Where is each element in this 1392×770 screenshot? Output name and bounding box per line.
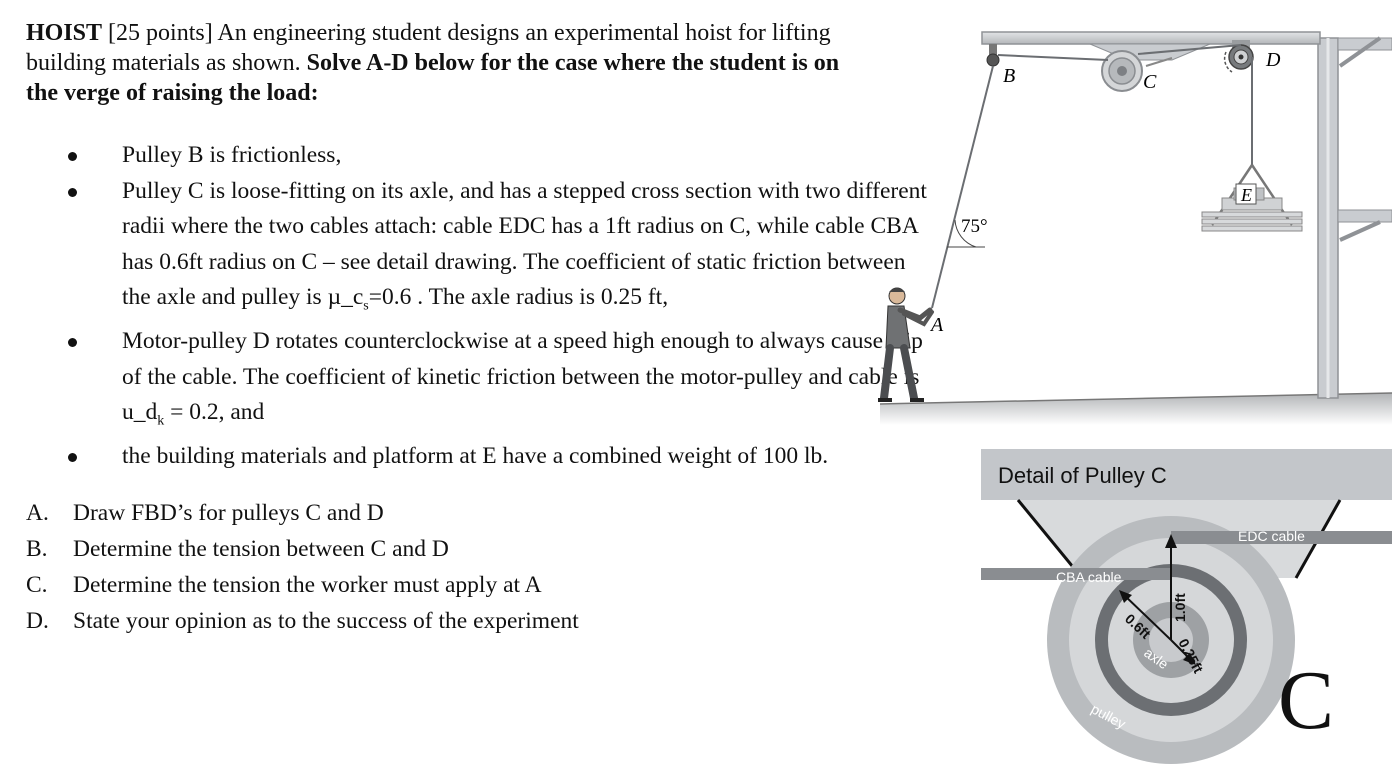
problem-intro: HOIST [25 points] An engineering student… [26, 18, 866, 108]
edc-cable-label: EDC cable [1238, 528, 1305, 544]
task-item: B.Determine the tension between C and D [26, 535, 449, 562]
ground [879, 392, 1392, 425]
cable-cba [931, 54, 1109, 309]
label-d: D [1265, 49, 1281, 71]
problem-intro-bold: Solve A-D below for the case where the s… [26, 50, 840, 106]
radius-outer-label: 1.0ft [1172, 593, 1188, 622]
platform-e [1201, 164, 1303, 232]
angle-marker [947, 219, 985, 248]
pulley-b-icon [986, 44, 1000, 67]
label-b: B [1003, 65, 1015, 87]
problem-title: HOIST [26, 20, 103, 46]
bullet-dot [68, 338, 77, 348]
label-a: A [929, 314, 944, 336]
detail-title: Detail of Pulley C [998, 463, 1167, 488]
detail-pulley-c [981, 449, 1392, 764]
worker-icon [878, 287, 934, 402]
condition-item: Pulley B is frictionless, [26, 138, 932, 174]
problem-text: HOIST [25 points] An engineering student… [26, 18, 927, 639]
detail-big-c: C [1278, 654, 1334, 747]
condition-item: the building materials and platform at E… [26, 439, 932, 475]
pulley-c-icon [1101, 50, 1173, 92]
bullet-dot [68, 152, 77, 161]
bullet-dot [68, 187, 77, 197]
conditions-list: Pulley B is frictionless, Pulley C is lo… [26, 138, 927, 475]
problem-intro-text: An engineering student designs an experi… [26, 20, 831, 76]
condition-item: Pulley C is loose-fitting on its axle, a… [26, 174, 932, 325]
task-item: D.State your opinion as to the success o… [26, 607, 579, 634]
cable-edc [1137, 44, 1253, 165]
task-item: C.Determine the tension the worker must … [26, 571, 542, 598]
cba-cable-label: CBA cable [1056, 569, 1122, 585]
problem-points: [25 points] [108, 20, 213, 46]
tasks-list: A.Draw FBD’s for pulleys C and D B.Deter… [26, 495, 926, 639]
condition-item: Motor-pulley D rotates counterclockwise … [26, 324, 932, 439]
label-c: C [1143, 71, 1157, 93]
task-item: A.Draw FBD’s for pulleys C and D [26, 499, 384, 526]
label-e: E [1240, 185, 1252, 205]
bullet-dot [68, 453, 77, 463]
angle-label: 75° [961, 216, 988, 237]
support-column [1317, 36, 1392, 399]
